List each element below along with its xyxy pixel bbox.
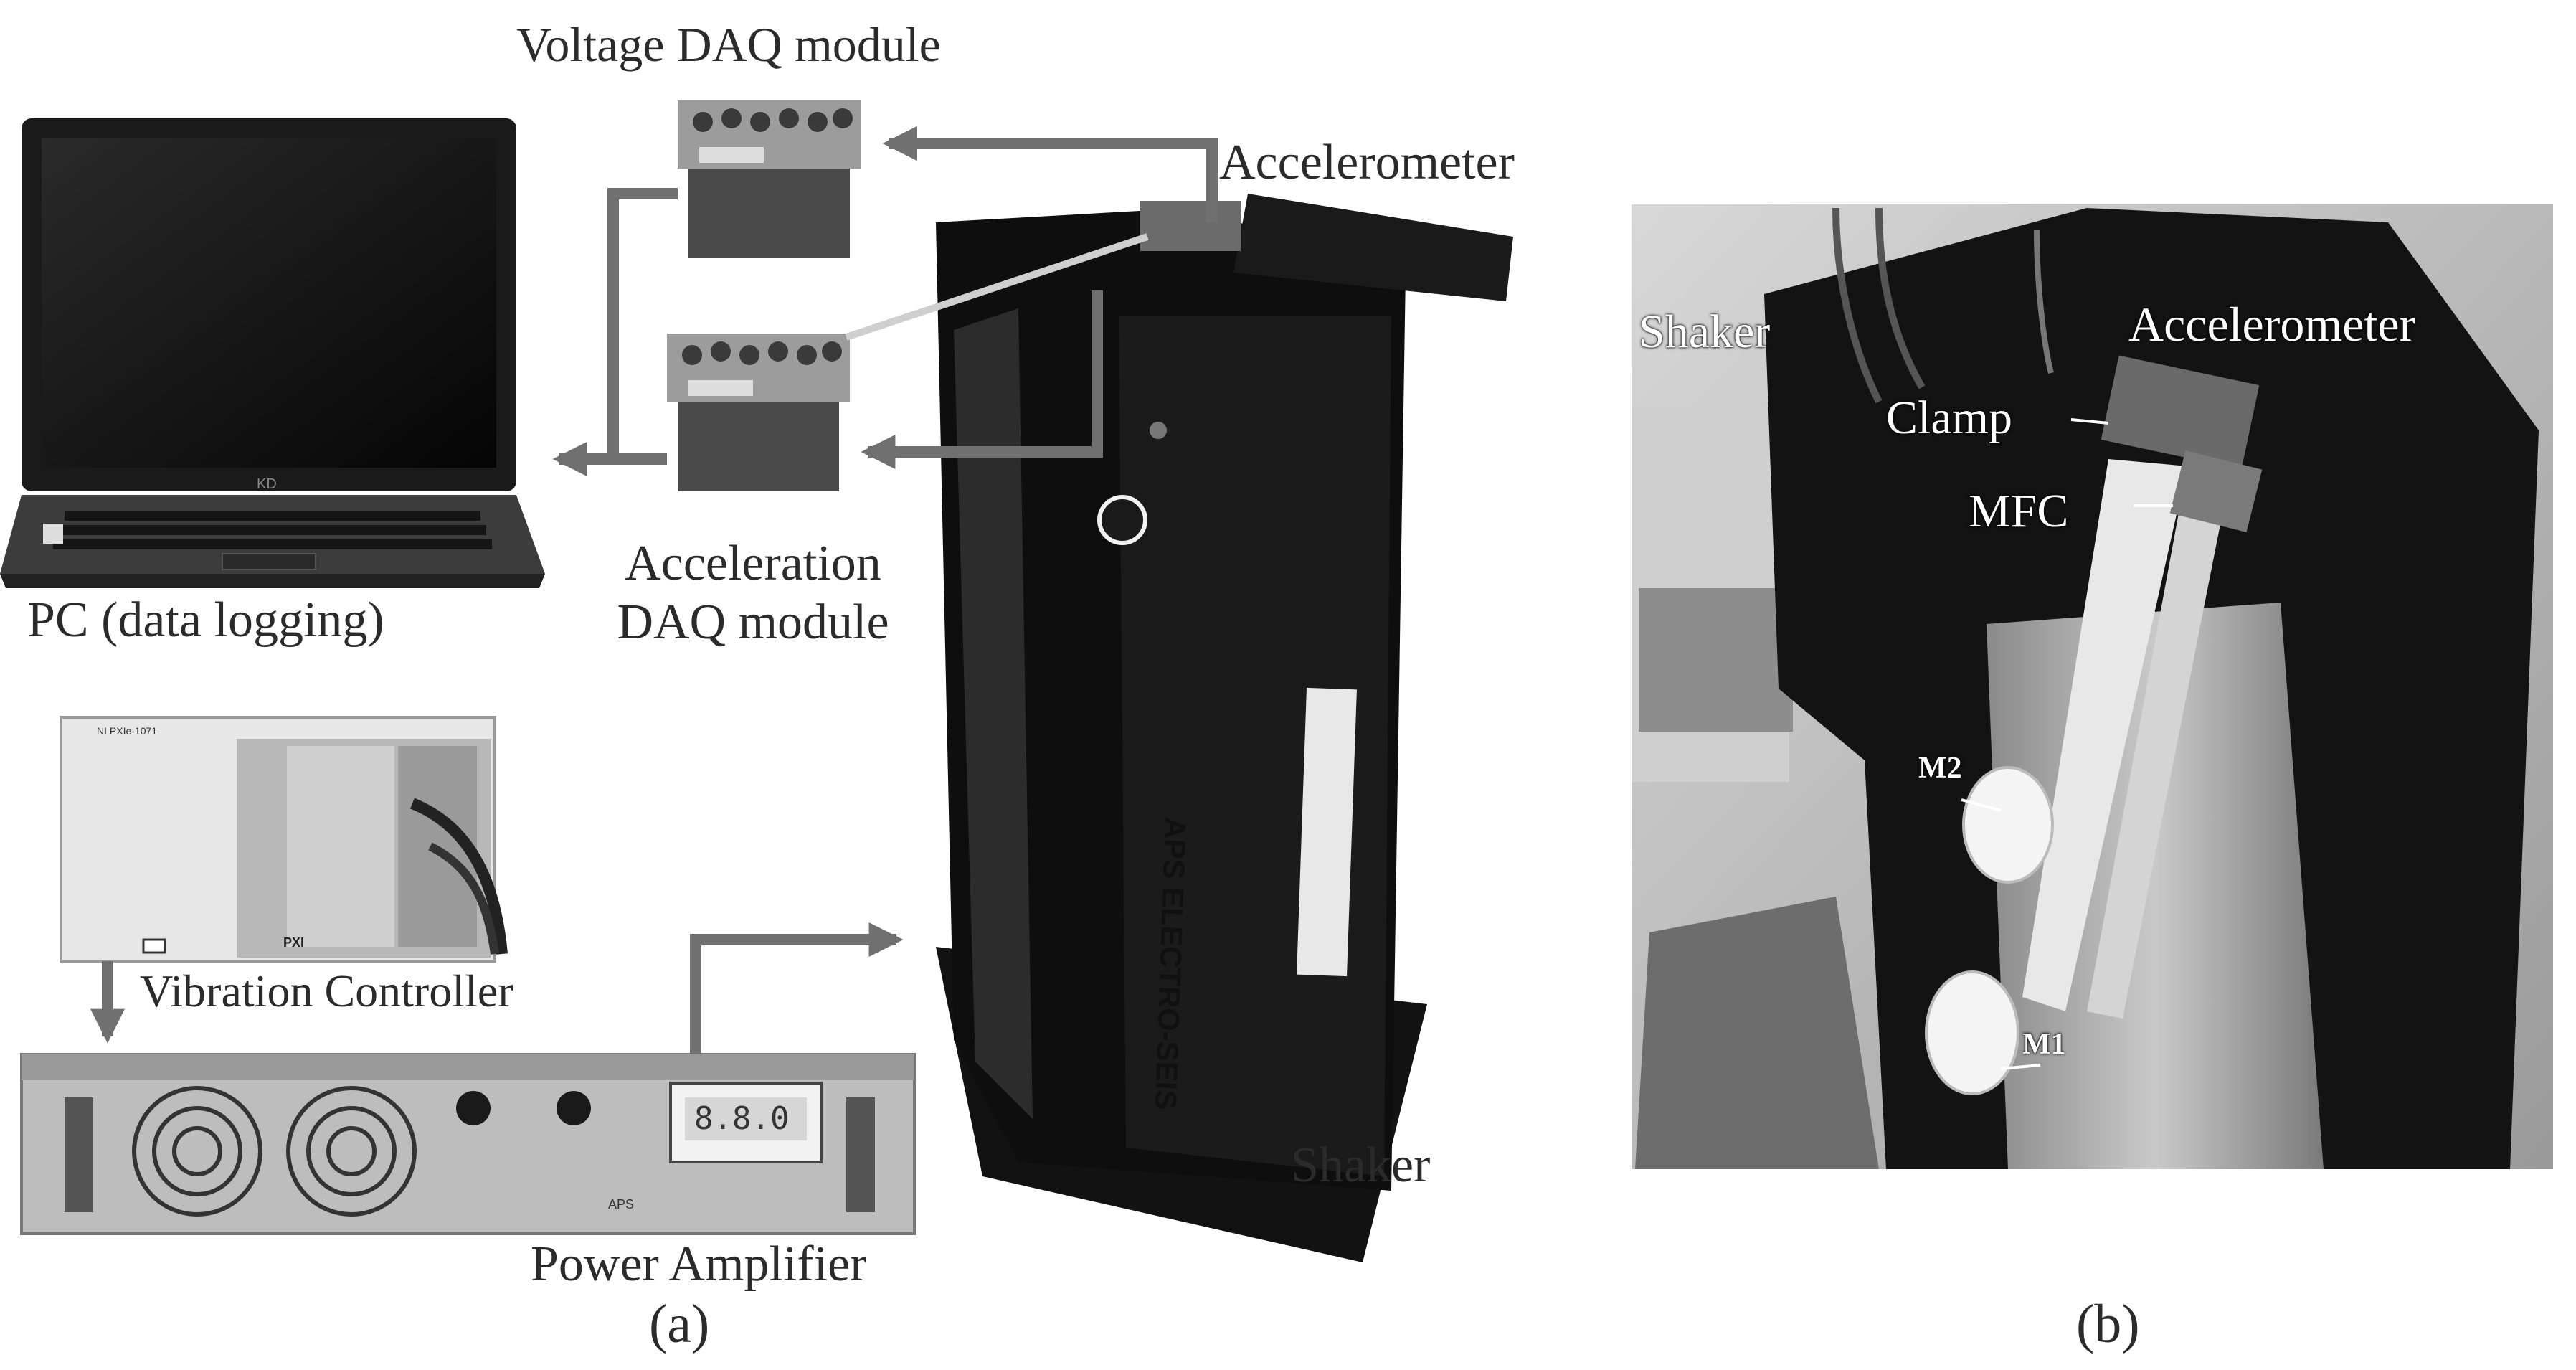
label-voltage-daq: Voltage DAQ module bbox=[516, 17, 941, 72]
amp-brand-text: APS bbox=[608, 1197, 635, 1211]
label-accelerometer-b: Accelerometer bbox=[2128, 297, 2416, 351]
label-accelerometer-a: Accelerometer bbox=[1219, 135, 1515, 190]
arrow-amplifier-to-shaker bbox=[690, 922, 904, 1054]
shaker-setup-photo-b bbox=[1632, 204, 2553, 1169]
label-acceleration-daq-line2: DAQ module bbox=[617, 594, 889, 650]
label-clamp: Clamp bbox=[1886, 392, 2012, 444]
label-m1: M1 bbox=[2022, 1028, 2066, 1061]
power-amplifier-photo bbox=[20, 1053, 916, 1235]
chassis-model-text: NI PXIe-1071 bbox=[97, 725, 158, 737]
arrow-accelerometer-to-voltage-daq bbox=[882, 126, 1218, 222]
label-power-amplifier: Power Amplifier bbox=[531, 1237, 867, 1292]
controller-slot-text: PXI bbox=[283, 935, 305, 950]
signal-arrows bbox=[90, 126, 1218, 1054]
label-vibration-controller: Vibration Controller bbox=[140, 965, 513, 1016]
panel-b-leader-lines bbox=[1961, 418, 2173, 1070]
label-acceleration-daq-line1: Acceleration bbox=[625, 536, 881, 591]
voltage-daq-photo bbox=[678, 100, 861, 258]
arrow-shaker-to-acceleration-daq bbox=[861, 290, 1103, 469]
vibration-controller-photo bbox=[60, 716, 508, 963]
label-shaker-b: Shaker bbox=[1639, 306, 1771, 358]
arrow-daqs-to-pc bbox=[607, 188, 678, 465]
caption-a: (a) bbox=[649, 1294, 710, 1354]
label-shaker-a: Shaker bbox=[1291, 1138, 1431, 1193]
label-mfc: MFC bbox=[1969, 485, 2069, 537]
acceleration-daq-photo bbox=[667, 334, 850, 491]
caption-b: (b) bbox=[2076, 1294, 2140, 1354]
laptop-brand-text: KD bbox=[257, 476, 277, 492]
laptop-photo bbox=[0, 118, 545, 588]
label-pc: PC (data logging) bbox=[27, 592, 384, 648]
label-acceleration-daq: Acceleration DAQ module bbox=[602, 534, 904, 652]
amp-display-text: 8.8.0 bbox=[694, 1100, 790, 1137]
label-m2: M2 bbox=[1918, 752, 1962, 785]
